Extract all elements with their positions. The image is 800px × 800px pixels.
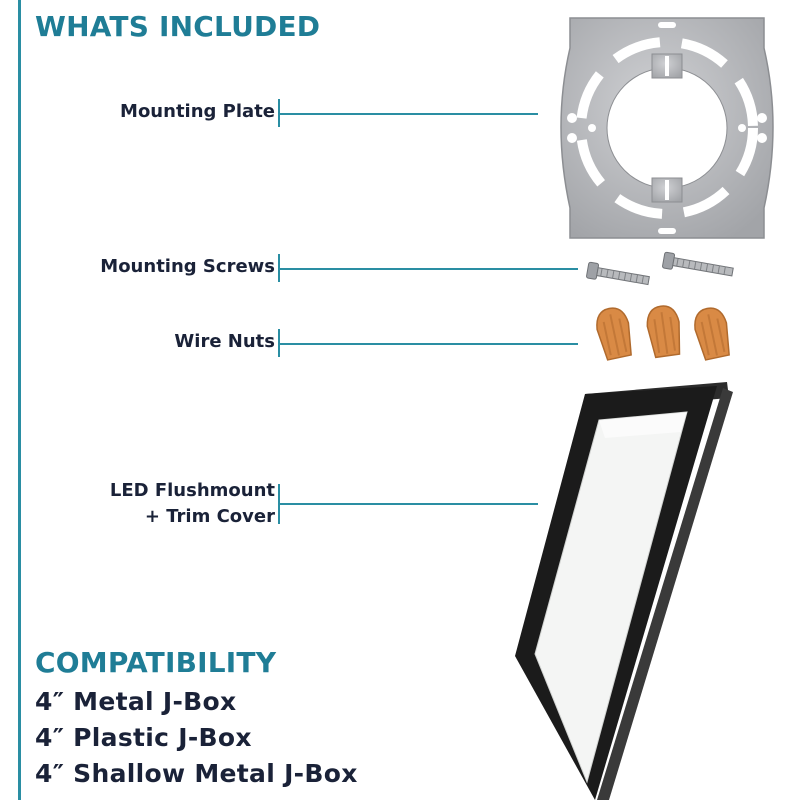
led-flushmount-label-line1: LED Flushmount xyxy=(109,480,275,501)
mounting-plate-tick xyxy=(278,99,280,127)
mounting-screws-tick xyxy=(278,254,280,282)
callout-mounting-screws: Mounting Screws xyxy=(100,254,275,280)
callout-wire-nuts: Wire Nuts xyxy=(174,329,275,355)
mounting-plate-icon xyxy=(560,17,774,239)
mounting-screws-leader xyxy=(280,268,578,270)
screw-icon xyxy=(586,261,650,286)
wire-nuts-leader xyxy=(280,343,578,345)
whats-included-title: WHATS INCLUDED xyxy=(35,10,321,43)
compat-item-shallow-metal-jbox: 4″ Shallow Metal J-Box xyxy=(35,759,358,788)
wire-nuts-group xyxy=(596,305,730,361)
compat-item-plastic-jbox: 4″ Plastic J-Box xyxy=(35,723,252,752)
callout-mounting-plate: Mounting Plate xyxy=(120,99,275,125)
wire-nuts-label: Wire Nuts xyxy=(174,331,275,352)
screws-group xyxy=(586,251,734,286)
wire-nut-icon xyxy=(646,305,681,359)
compatibility-title: COMPATIBILITY xyxy=(35,646,277,679)
wire-nut-icon xyxy=(694,307,730,361)
mounting-plate-leader xyxy=(280,113,538,115)
mounting-screws-label: Mounting Screws xyxy=(100,256,275,277)
wire-nut-icon xyxy=(596,307,632,361)
led-flushmount-icon xyxy=(515,382,733,800)
compat-item-metal-jbox: 4″ Metal J-Box xyxy=(35,687,237,716)
compatibility-list: 4″ Metal J-Box 4″ Plastic J-Box 4″ Shall… xyxy=(35,684,358,792)
screw-icon xyxy=(662,251,734,277)
led-flushmount-label-line2: + Trim Cover xyxy=(144,506,275,527)
led-flushmount-tick xyxy=(278,484,280,524)
mounting-plate-label: Mounting Plate xyxy=(120,101,275,122)
left-accent-rule xyxy=(18,0,21,800)
wire-nuts-tick xyxy=(278,329,280,357)
led-flushmount-leader xyxy=(280,503,538,505)
callout-led-flushmount: LED Flushmount + Trim Cover xyxy=(110,478,275,530)
